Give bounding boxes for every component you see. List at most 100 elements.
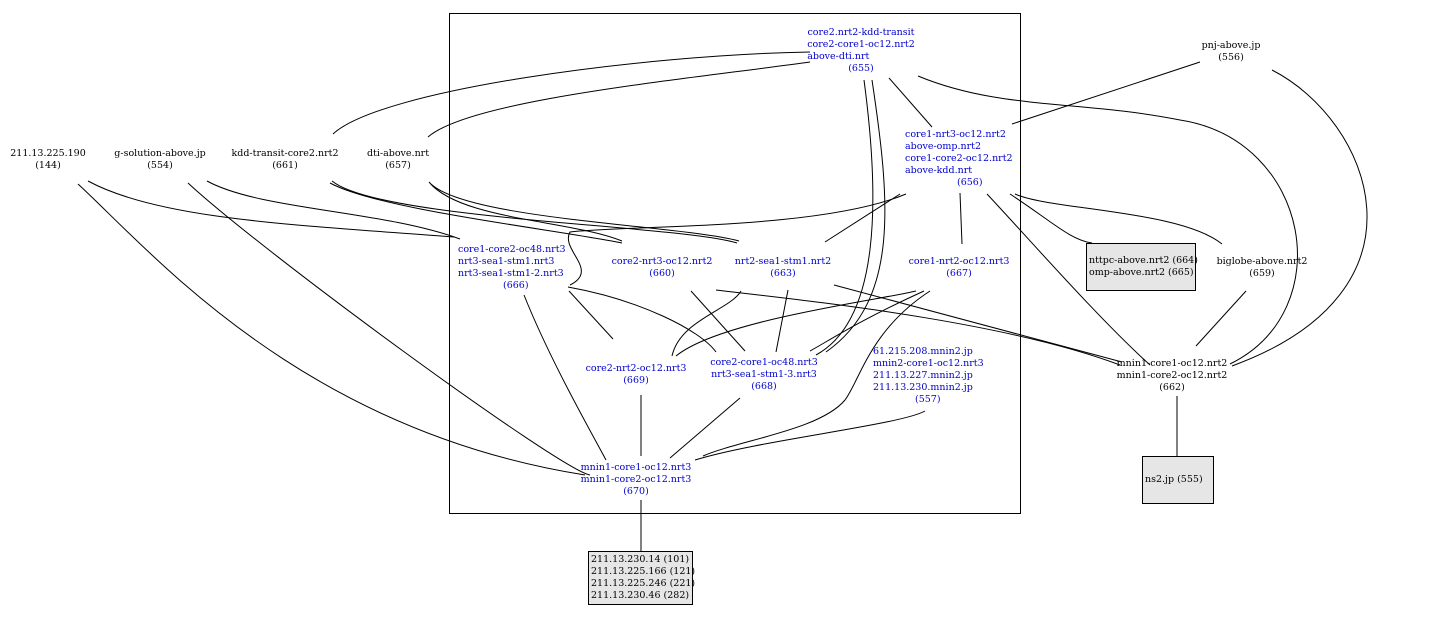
node-667[interactable]: core1-nrt2-oc12.nrt3 (667): [909, 256, 1010, 280]
node-label: core2-core1-oc12.nrt2: [807, 39, 915, 50]
node-label: core2-nrt2-oc12.nrt3: [585, 363, 687, 374]
node-661[interactable]: kdd-transit-core2.nrt2 (661): [231, 148, 338, 172]
edge: [187, 182, 591, 476]
edge: [1009, 193, 1093, 244]
node-label: g-solution-above.jp: [114, 148, 206, 159]
node-label: 211.13.225.190: [10, 148, 86, 159]
node-label: core2-core1-oc48.nrt3: [710, 357, 818, 368]
node-660[interactable]: core2-nrt3-oc12.nrt2 (660): [612, 256, 713, 280]
edge: [690, 290, 746, 352]
edge: [775, 289, 789, 353]
node-label: dti-above.nrt: [366, 148, 430, 159]
node-label: above-dti.nrt: [807, 51, 870, 62]
box-label: 211.13.230.46 (282): [591, 590, 690, 601]
node-657[interactable]: dti-above.nrt (657): [367, 148, 429, 172]
edge: [825, 79, 886, 353]
node-id: (662): [1159, 382, 1185, 393]
node-557[interactable]: 61.215.208.mnin2.jp mnin2-core1-oc12.nrt…: [873, 346, 984, 406]
node-label: core1-core2-oc48.nrt3: [458, 244, 566, 255]
leaf-box-664[interactable]: nttpc-above.nrt2 (664) omp-above.nrt2 (6…: [1086, 243, 1198, 291]
box-label: 211.13.225.246 (221): [591, 578, 696, 589]
edge: [567, 193, 907, 286]
node-id: (668): [751, 381, 777, 392]
edge: [986, 193, 1151, 366]
edge: [77, 183, 586, 476]
node-label: nrt3-sea1-stm1-2.nrt3: [458, 268, 564, 279]
edge: [694, 410, 926, 461]
node-id: (655): [848, 63, 874, 74]
edge: [1011, 61, 1201, 125]
node-label: 211.13.227.mnin2.jp: [873, 370, 973, 381]
node-554[interactable]: g-solution-above.jp (554): [114, 148, 205, 172]
box-label: ns2.jp (555): [1145, 474, 1203, 485]
edge: [671, 290, 742, 357]
cluster-boundary: [449, 13, 1021, 514]
leaf-box-555[interactable]: ns2.jp (555): [1142, 456, 1214, 504]
edge: [331, 180, 738, 244]
node-663[interactable]: nrt2-sea1-stm1.nrt2 (663): [735, 256, 831, 280]
node-label: mnin1-core2-oc12.nrt3: [580, 474, 692, 485]
node-label: pnj-above.jp: [1201, 40, 1261, 51]
node-670[interactable]: mnin1-core1-oc12.nrt3 mnin1-core2-oc12.n…: [581, 462, 692, 498]
node-556[interactable]: pnj-above.jp (556): [1202, 40, 1261, 64]
node-label: above-kdd.nrt: [905, 165, 973, 176]
edge: [523, 294, 607, 461]
edge: [206, 180, 461, 240]
node-label: 61.215.208.mnin2.jp: [873, 346, 973, 357]
edge: [1195, 290, 1247, 347]
box-label: 211.13.230.14 (101): [591, 554, 690, 565]
node-id: (659): [1249, 268, 1275, 279]
node-id: (663): [770, 268, 796, 279]
node-label: nrt3-sea1-stm1-3.nrt3: [711, 369, 817, 380]
edge: [669, 397, 741, 459]
edge: [959, 192, 963, 245]
edge: [567, 286, 717, 353]
node-label: core2-nrt3-oc12.nrt2: [611, 256, 713, 267]
node-label: above-omp.nrt2: [905, 141, 982, 152]
node-id: (666): [503, 280, 529, 291]
node-144[interactable]: 211.13.225.190 (144): [10, 148, 86, 172]
node-655[interactable]: core2.nrt2-kdd-transit core2-core1-oc12.…: [807, 27, 915, 75]
node-659[interactable]: biglobe-above.nrt2 (659): [1217, 256, 1308, 280]
node-669[interactable]: core2-nrt2-oc12.nrt3 (669): [586, 363, 687, 387]
node-id: (669): [623, 375, 649, 386]
edge: [427, 61, 811, 138]
node-label: mnin1-core2-oc12.nrt2: [1116, 370, 1228, 381]
node-label: mnin1-core1-oc12.nrt3: [580, 462, 692, 473]
node-id: (670): [623, 486, 649, 497]
leaf-box-101[interactable]: 211.13.230.14 (101) 211.13.225.166 (121)…: [588, 551, 696, 605]
node-label: 211.13.230.mnin2.jp: [873, 382, 973, 393]
node-656[interactable]: core1-nrt3-oc12.nrt2 above-omp.nrt2 core…: [905, 129, 1013, 189]
node-id: (144): [35, 160, 61, 171]
edge: [824, 193, 901, 243]
node-id: (656): [957, 177, 983, 188]
node-label: mnin1-core1-oc12.nrt2: [1116, 358, 1228, 369]
node-id: (556): [1218, 52, 1244, 63]
node-666[interactable]: core1-core2-oc48.nrt3 nrt3-sea1-stm1.nrt…: [458, 244, 566, 292]
node-label: core1-core2-oc12.nrt2: [905, 153, 1013, 164]
edge: [675, 290, 917, 357]
node-label: nrt3-sea1-stm1.nrt3: [458, 256, 555, 267]
node-label: core2.nrt2-kdd-transit: [807, 27, 915, 38]
node-id: (557): [915, 394, 941, 405]
edge: [428, 181, 623, 242]
box-label: nttpc-above.nrt2 (664): [1089, 255, 1198, 266]
edge: [815, 79, 874, 356]
edge: [568, 290, 614, 340]
edge: [332, 51, 811, 135]
node-label: biglobe-above.nrt2: [1216, 256, 1308, 267]
edge: [809, 290, 925, 352]
edge: [1231, 69, 1368, 367]
edge: [888, 77, 933, 128]
node-662[interactable]: mnin1-core1-oc12.nrt2 mnin1-core2-oc12.n…: [1117, 358, 1228, 394]
edge: [833, 284, 1123, 363]
node-668[interactable]: core2-core1-oc48.nrt3 nrt3-sea1-stm1-3.n…: [710, 357, 818, 393]
edge: [430, 183, 740, 242]
node-label: nrt2-sea1-stm1.nrt2: [734, 256, 832, 267]
node-id: (661): [272, 160, 298, 171]
edge: [917, 75, 1298, 365]
node-label: mnin2-core1-oc12.nrt3: [873, 358, 984, 369]
node-label: kdd-transit-core2.nrt2: [231, 148, 339, 159]
edge: [329, 182, 623, 244]
